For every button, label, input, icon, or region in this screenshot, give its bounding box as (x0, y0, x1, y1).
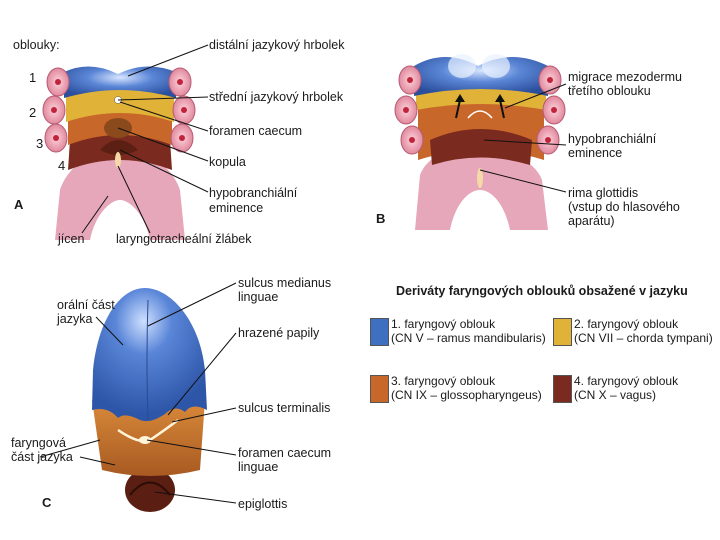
legend-arch-4-line1: 4. faryngový oblouk (574, 374, 679, 388)
arch-number-4: 4 (58, 158, 66, 173)
legend-swatch-arch-3 (370, 375, 389, 403)
legend-arch-2-line2: (CN VII – chorda tympani) (574, 330, 713, 345)
label-hypobranchial-b-2: eminence (568, 146, 623, 160)
legend-arch-1-line1: 1. faryngový oblouk (391, 317, 496, 331)
legend-title: Deriváty faryngových oblouků obsažené v … (396, 284, 688, 298)
panel-c-leaders (39, 282, 237, 504)
label-rima-1: rima glottidis (568, 186, 639, 200)
label-pharyngeal-part-1: faryngová (11, 436, 66, 450)
panel-b-arch-2 (416, 86, 546, 110)
label-oral-part-1: orální část (57, 298, 115, 312)
label-sulcus-medianus-1: sulcus medianus (238, 276, 332, 290)
panel-a-leaders (81, 44, 209, 234)
legend-swatch-arch-2 (553, 318, 572, 346)
label-median-bud: střední jazykový hrbolek (209, 90, 344, 104)
arch-number-1: 1 (29, 70, 37, 85)
arch-number-2: 2 (29, 105, 37, 120)
panel-a-arch-1 (64, 66, 176, 98)
panel-b-arch-1 (414, 57, 548, 96)
legend-item-arch-2: 2. faryngový oblouk (CN VII – chorda tym… (574, 317, 713, 345)
legend-arch-3-line2: (CN IX – glossopharyngeus) (391, 387, 542, 402)
label-distal-bud: distální jazykový hrbolek (209, 38, 345, 52)
label-copula: kopula (209, 155, 246, 169)
panel-a-pharynx (55, 150, 185, 240)
panel-b-migration-arrows (455, 94, 505, 119)
label-foramen-caecum-linguae-1: foramen caecum (238, 446, 332, 460)
legend-swatch-arch-1 (370, 318, 389, 346)
panel-b-letter: B (376, 211, 386, 226)
label-migration-1: migrace mezodermu (568, 70, 682, 84)
panel-a-hypobranchial (100, 140, 138, 155)
legend-arch-2-line1: 2. faryngový oblouk (574, 317, 679, 331)
panel-a-header: oblouky: (13, 38, 60, 52)
panel-a-drawing (42, 66, 196, 240)
panel-b-rima (477, 168, 483, 188)
label-sulcus-terminalis: sulcus terminalis (238, 401, 331, 415)
label-rima-2: (vstup do hlasového (568, 200, 680, 214)
panel-b-leaders (479, 83, 567, 193)
legend-arch-1-line2: (CN V – ramus mandibularis) (391, 330, 546, 345)
panel-b-arch-4 (430, 129, 532, 165)
label-epiglottis: epiglottis (238, 497, 288, 511)
panel-a-letter: A (14, 197, 24, 212)
label-hypobranchial-a-1: hypobranchiální (209, 186, 298, 200)
label-hypobranchial-b-1: hypobranchiální (568, 132, 657, 146)
arch-number-3: 3 (36, 136, 44, 151)
label-hypobranchial-a-2: eminence (209, 201, 264, 215)
label-foramen-caecum-linguae-2: linguae (238, 460, 279, 474)
panel-c-oral-part (92, 288, 207, 422)
label-foramen-caecum: foramen caecum (209, 124, 303, 138)
legend-swatch-arch-4 (553, 375, 572, 403)
label-rima-3: aparátu) (568, 214, 615, 228)
legend-arch-3-line1: 3. faryngový oblouk (391, 374, 496, 388)
panel-a-groove (115, 152, 121, 168)
panel-a-arch-2 (66, 87, 174, 122)
panel-c-drawing (92, 288, 207, 512)
label-pharyngeal-part-2: část jazyka (11, 450, 73, 464)
panel-b-drawing (394, 54, 566, 230)
label-laryngotracheal-groove: laryngotracheální žlábek (116, 232, 252, 246)
panel-c-letter: C (42, 495, 52, 510)
legend-item-arch-4: 4. faryngový oblouk (CN X – vagus) (574, 374, 679, 402)
label-migration-2: třetího oblouku (568, 84, 651, 98)
panel-b-pharynx (415, 148, 548, 230)
panel-c-epiglottis (125, 468, 175, 512)
label-oral-part-2: jazyka (57, 312, 93, 326)
label-pharynx: jícen (58, 232, 85, 246)
label-papillae: hrazené papily (238, 326, 320, 340)
legend-item-arch-3: 3. faryngový oblouk (CN IX – glossophary… (391, 374, 542, 402)
label-sulcus-medianus-2: linguae (238, 290, 279, 304)
legend-item-arch-1: 1. faryngový oblouk (CN V – ramus mandib… (391, 317, 546, 345)
legend-arch-4-line2: (CN X – vagus) (574, 387, 657, 402)
